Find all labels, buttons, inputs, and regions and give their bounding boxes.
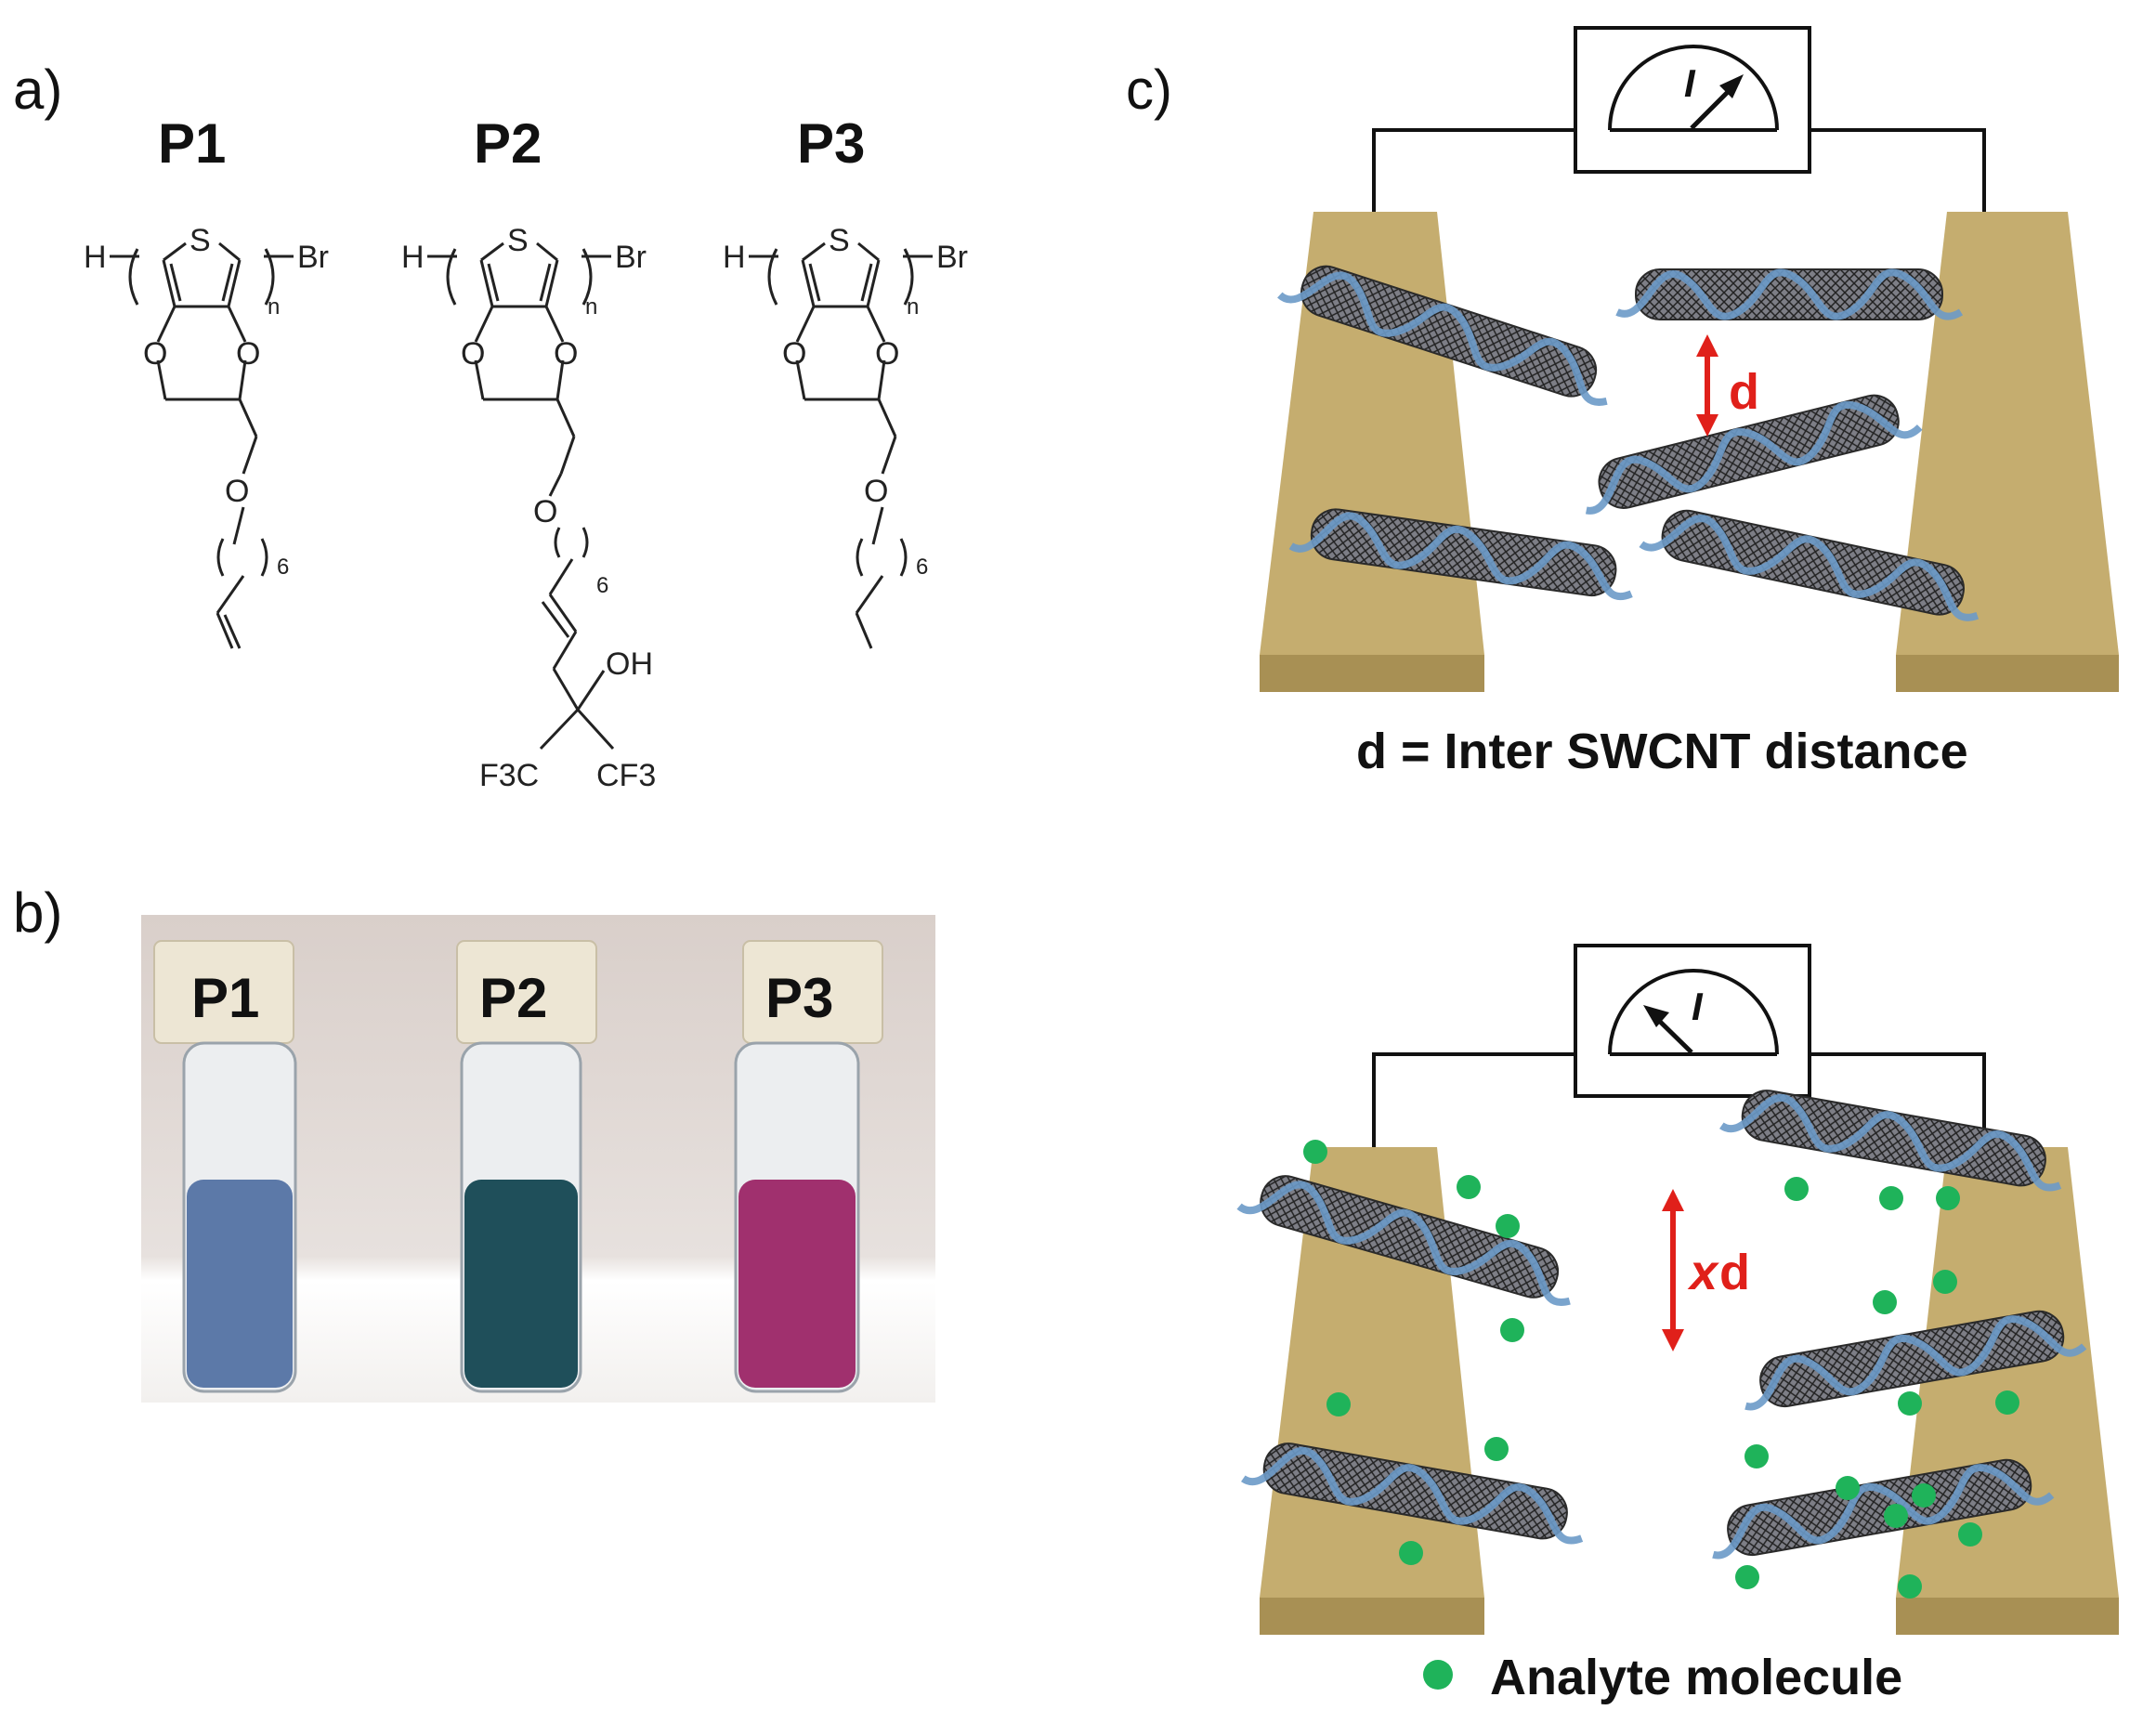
- p2-o1-label: O: [461, 336, 485, 372]
- panel-a-letter: a): [13, 59, 63, 121]
- p2-br-label: Br: [615, 240, 647, 275]
- panel-c-letter: c): [1126, 59, 1172, 121]
- device-bottom: I x d: [1237, 944, 2119, 1635]
- polymer-title-p2: P2: [474, 112, 542, 175]
- p3-h-label: H: [723, 240, 746, 275]
- vial-p1-label: P1: [191, 967, 259, 1029]
- p2-oh-label: OH: [606, 646, 653, 682]
- meter-bottom-symbol: I: [1692, 985, 1704, 1028]
- vial-p2-liquid: [464, 1180, 578, 1388]
- p3-s-label: S: [829, 223, 850, 258]
- p3-o2-label: O: [875, 336, 899, 372]
- analyte-legend-dot: [1423, 1660, 1453, 1690]
- p2-rep-label: 6: [596, 573, 608, 598]
- p3-rep-label: 6: [916, 555, 928, 580]
- vial-p3-label: P3: [765, 967, 833, 1029]
- panel-b-letter: b): [13, 881, 63, 944]
- distance-label-xd: d: [1719, 1245, 1750, 1300]
- vial-photo: P1 P2 P3: [141, 915, 935, 1403]
- p2-n-label: n: [585, 294, 597, 320]
- vial-p1-liquid: [187, 1180, 293, 1388]
- p1-rep-label: 6: [277, 555, 289, 580]
- p1-o2-label: O: [236, 336, 260, 372]
- p3-o1-label: O: [782, 336, 806, 372]
- p3-o3-label: O: [864, 474, 888, 509]
- vial-p2: P2: [456, 940, 597, 1393]
- p1-h-label: H: [84, 240, 107, 275]
- p1-s-label: S: [189, 223, 211, 258]
- p1-o1-label: O: [143, 336, 167, 372]
- p1-o3-label: O: [225, 474, 249, 509]
- vial-p3-liquid: [738, 1180, 856, 1388]
- polymer-title-p1: P1: [158, 112, 227, 175]
- chemical-structures: H Br S n O O O 6 H Br S n O O O 6 OH: [84, 223, 968, 793]
- meter-top-symbol: I: [1684, 61, 1696, 105]
- p2-cf3-left-label: F3C: [479, 758, 539, 793]
- vial-p3: P3: [734, 940, 883, 1393]
- caption-inter-swcnt: d = Inter SWCNT distance: [1356, 724, 1968, 779]
- p2-o3-label: O: [533, 494, 557, 529]
- p1-br-label: Br: [297, 240, 329, 275]
- p2-h-label: H: [401, 240, 425, 275]
- polymer-title-p3: P3: [797, 112, 866, 175]
- p1-n-label: n: [268, 294, 280, 320]
- p2-o2-label: O: [554, 336, 578, 372]
- vial-p1: P1: [153, 940, 297, 1393]
- p3-br-label: Br: [936, 240, 968, 275]
- p2-cf3-right-label: CF3: [596, 758, 656, 793]
- p2-s-label: S: [507, 223, 529, 258]
- distance-label-x: x: [1687, 1245, 1719, 1300]
- distance-label-d: d: [1729, 364, 1759, 420]
- sensor-schematic: I d I: [1227, 26, 2119, 1690]
- legend-analyte: Analyte molecule: [1490, 1650, 1903, 1705]
- vial-p2-label: P2: [479, 967, 547, 1029]
- p3-n-label: n: [907, 294, 919, 320]
- device-top: I d: [1260, 26, 2119, 692]
